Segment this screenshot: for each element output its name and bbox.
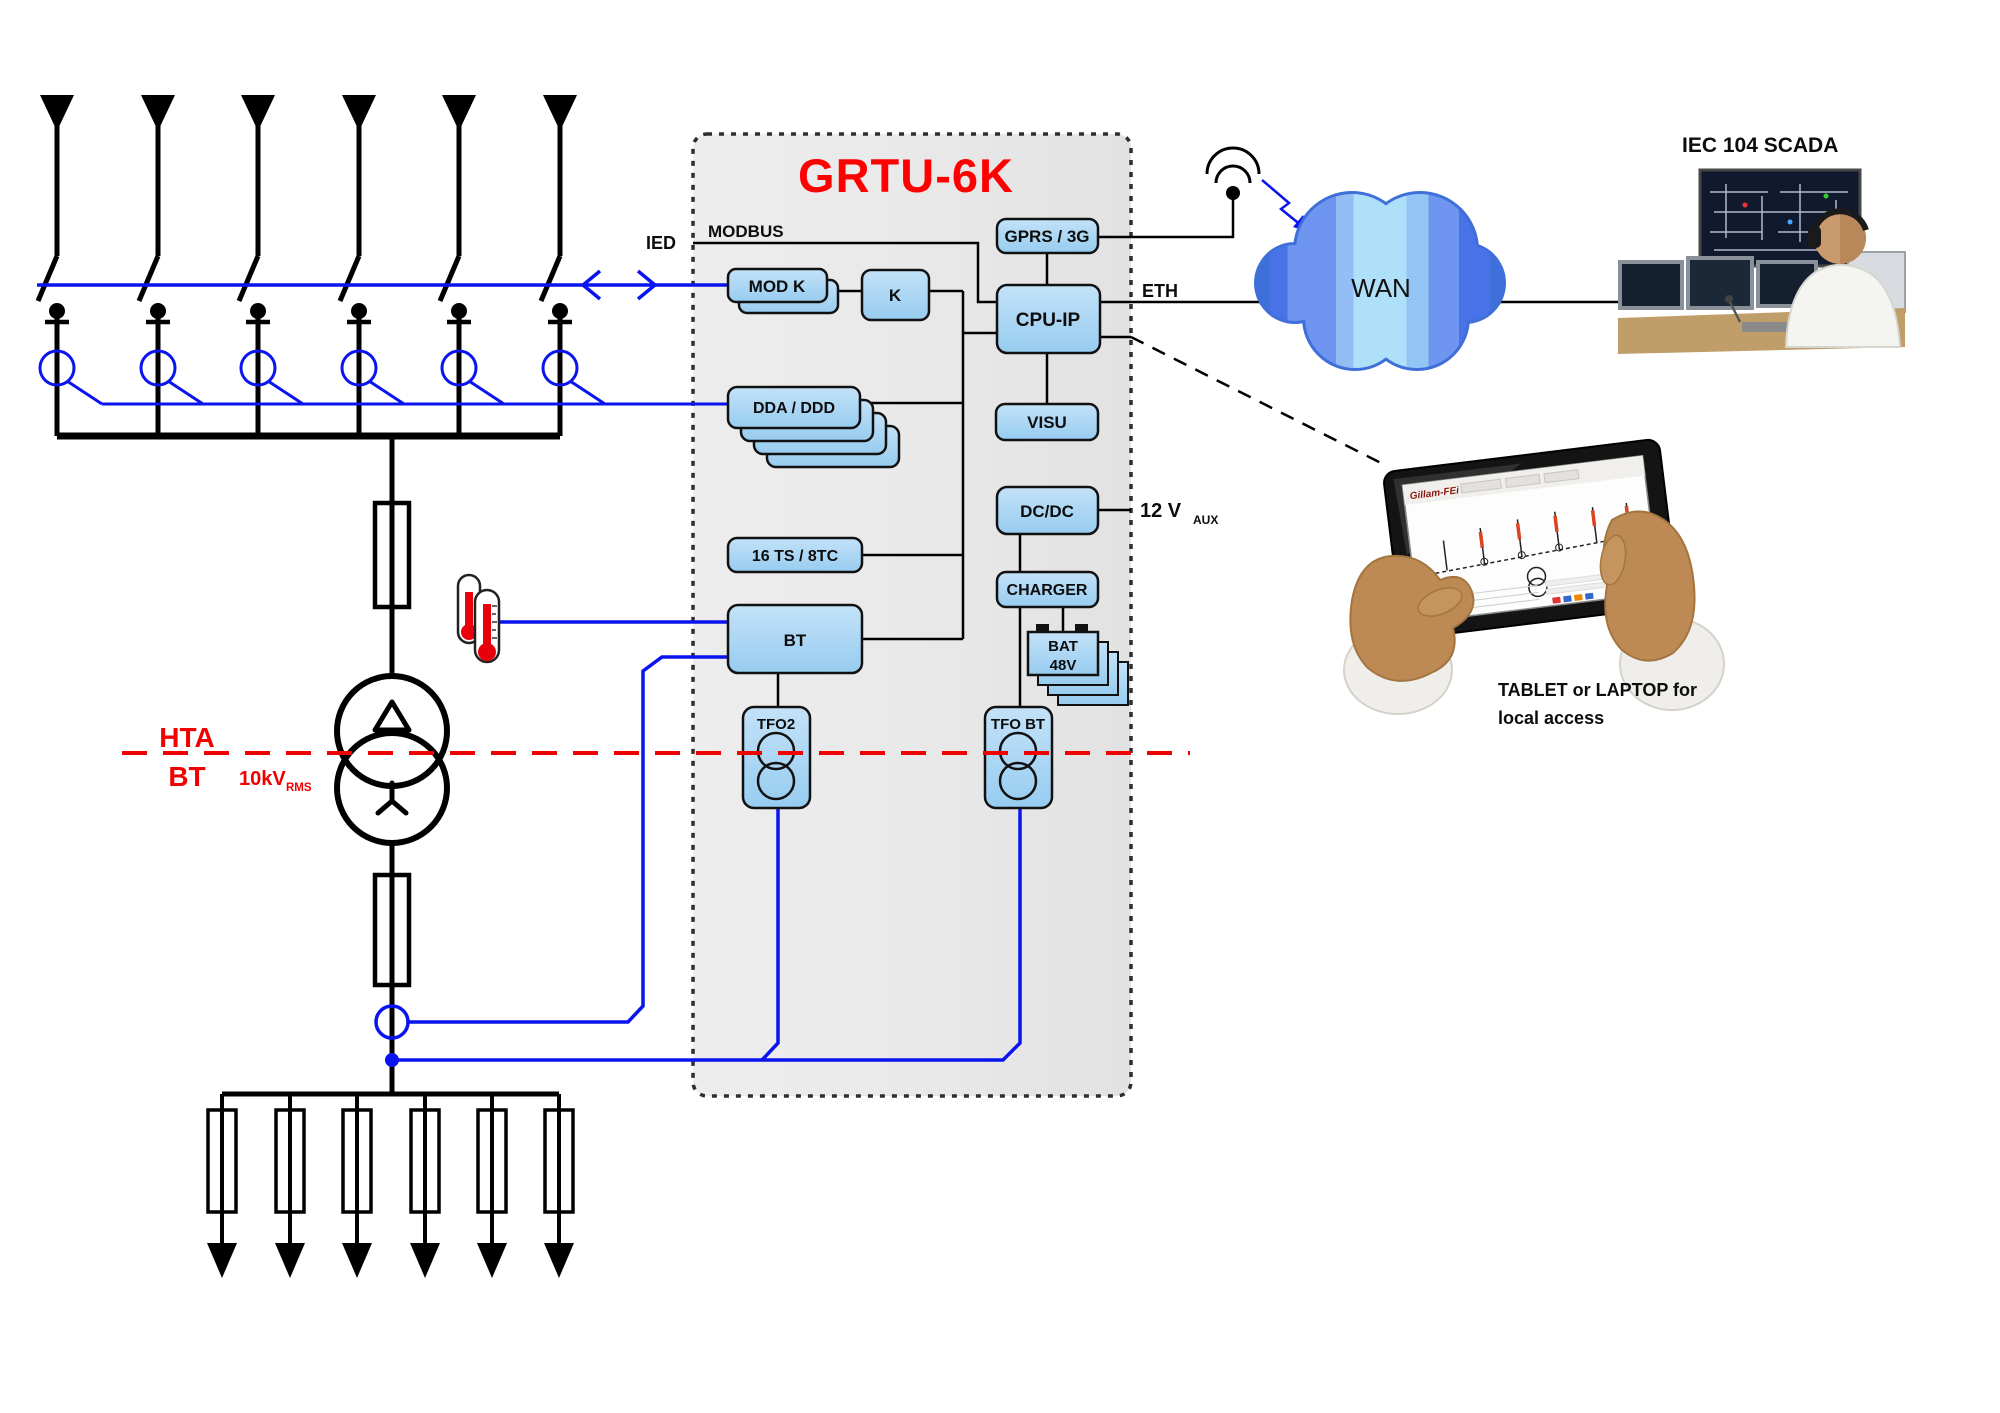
label-voltage: 10kV — [239, 768, 286, 790]
lv-fuse — [372, 872, 412, 988]
svg-text:GPRS / 3G: GPRS / 3G — [1004, 227, 1089, 246]
label-modbus: MODBUS — [708, 222, 784, 241]
desk-monitor — [1686, 256, 1754, 310]
svg-text:16 TS / 8TC: 16 TS / 8TC — [752, 548, 839, 565]
svg-text:DC/DC: DC/DC — [1020, 502, 1074, 521]
lv-feeder-fuse — [205, 1092, 239, 1280]
module-tfo-bt: TFO BT — [983, 705, 1054, 810]
headset-icon — [1811, 208, 1869, 233]
lv-feeder-fuse — [542, 1092, 576, 1280]
module-dda-ddd: DDA / DDD — [726, 385, 901, 469]
label-tablet-caption-1: TABLET or LAPTOP for — [1498, 680, 1697, 700]
hv-switchboard — [38, 95, 605, 1280]
svg-text:DDA / DDD: DDA / DDD — [753, 400, 835, 417]
svg-text:CHARGER: CHARGER — [1007, 582, 1088, 599]
antenna-icon — [1205, 146, 1261, 200]
svg-text:BAT: BAT — [1048, 638, 1078, 655]
module-ts-tc: 16 TS / 8TC — [726, 536, 864, 574]
lv-feeder-fuse — [475, 1092, 509, 1280]
label-aux-voltage: 12 V — [1140, 500, 1182, 522]
hv-fuse — [372, 500, 412, 610]
hv-feeder — [139, 95, 203, 436]
operator — [1784, 208, 1902, 348]
hands — [1343, 510, 1725, 715]
svg-text:CPU-IP: CPU-IP — [1016, 310, 1081, 331]
label-tablet-caption-2: local access — [1498, 708, 1604, 728]
svg-text:MOD K: MOD K — [749, 277, 806, 296]
lv-feeder-fuse — [408, 1092, 442, 1280]
tablet-illustration: Gillam-FEi — [1343, 438, 1725, 715]
label-hta: HTA — [159, 722, 214, 753]
hv-feeder — [340, 95, 404, 436]
module-dcdc: DC/DC — [995, 485, 1100, 536]
hv-feeder — [440, 95, 504, 436]
module-bt: BT — [726, 603, 864, 675]
svg-text:48V: 48V — [1050, 657, 1077, 674]
lv-feeder-fuse — [340, 1092, 374, 1280]
module-mod-k: MOD K — [726, 267, 840, 315]
desk-monitor — [1618, 260, 1684, 310]
module-battery: BAT 48V — [1026, 624, 1129, 706]
hv-feeder — [541, 95, 605, 436]
wan-label: WAN — [1351, 273, 1411, 303]
page-title: GRTU-6K — [798, 149, 1014, 202]
module-k: K — [860, 268, 931, 322]
module-charger: CHARGER — [995, 570, 1100, 609]
scada-illustration — [1618, 168, 1906, 354]
hv-feeder — [38, 95, 102, 436]
module-tfo2: TFO2 — [741, 705, 812, 810]
label-bt-side: BT — [168, 761, 205, 792]
arrow-right-icon — [636, 269, 658, 301]
label-voltage-sub: RMS — [286, 782, 312, 794]
svg-text:TFO BT: TFO BT — [991, 716, 1045, 733]
tablet-screen-diagram — [1428, 502, 1641, 598]
module-cpu-ip: CPU-IP — [995, 283, 1102, 355]
label-scada-title: IEC 104 SCADA — [1682, 134, 1838, 157]
svg-text:VISU: VISU — [1027, 413, 1067, 432]
rtu-modules: MOD K K GPRS / 3G CPU-IP VISU DDA / DDD — [726, 217, 1129, 810]
instrumentation-wiring — [37, 269, 1022, 1062]
thermometer-icon — [456, 573, 501, 664]
power-transformer-icon — [334, 673, 450, 846]
svg-text:BT: BT — [784, 631, 807, 650]
wan-cloud: WAN — [1254, 191, 1506, 371]
lv-feeder-fuse — [273, 1092, 307, 1280]
label-aux-sub: AUX — [1193, 513, 1218, 527]
svg-text:K: K — [889, 286, 902, 305]
label-ied: IED — [646, 233, 676, 253]
module-gprs-3g: GPRS / 3G — [995, 217, 1100, 255]
module-visu: VISU — [994, 402, 1100, 442]
hv-feeder — [239, 95, 303, 436]
arrow-left-icon — [580, 269, 602, 301]
label-eth: ETH — [1142, 281, 1178, 301]
svg-text:TFO2: TFO2 — [757, 716, 795, 733]
